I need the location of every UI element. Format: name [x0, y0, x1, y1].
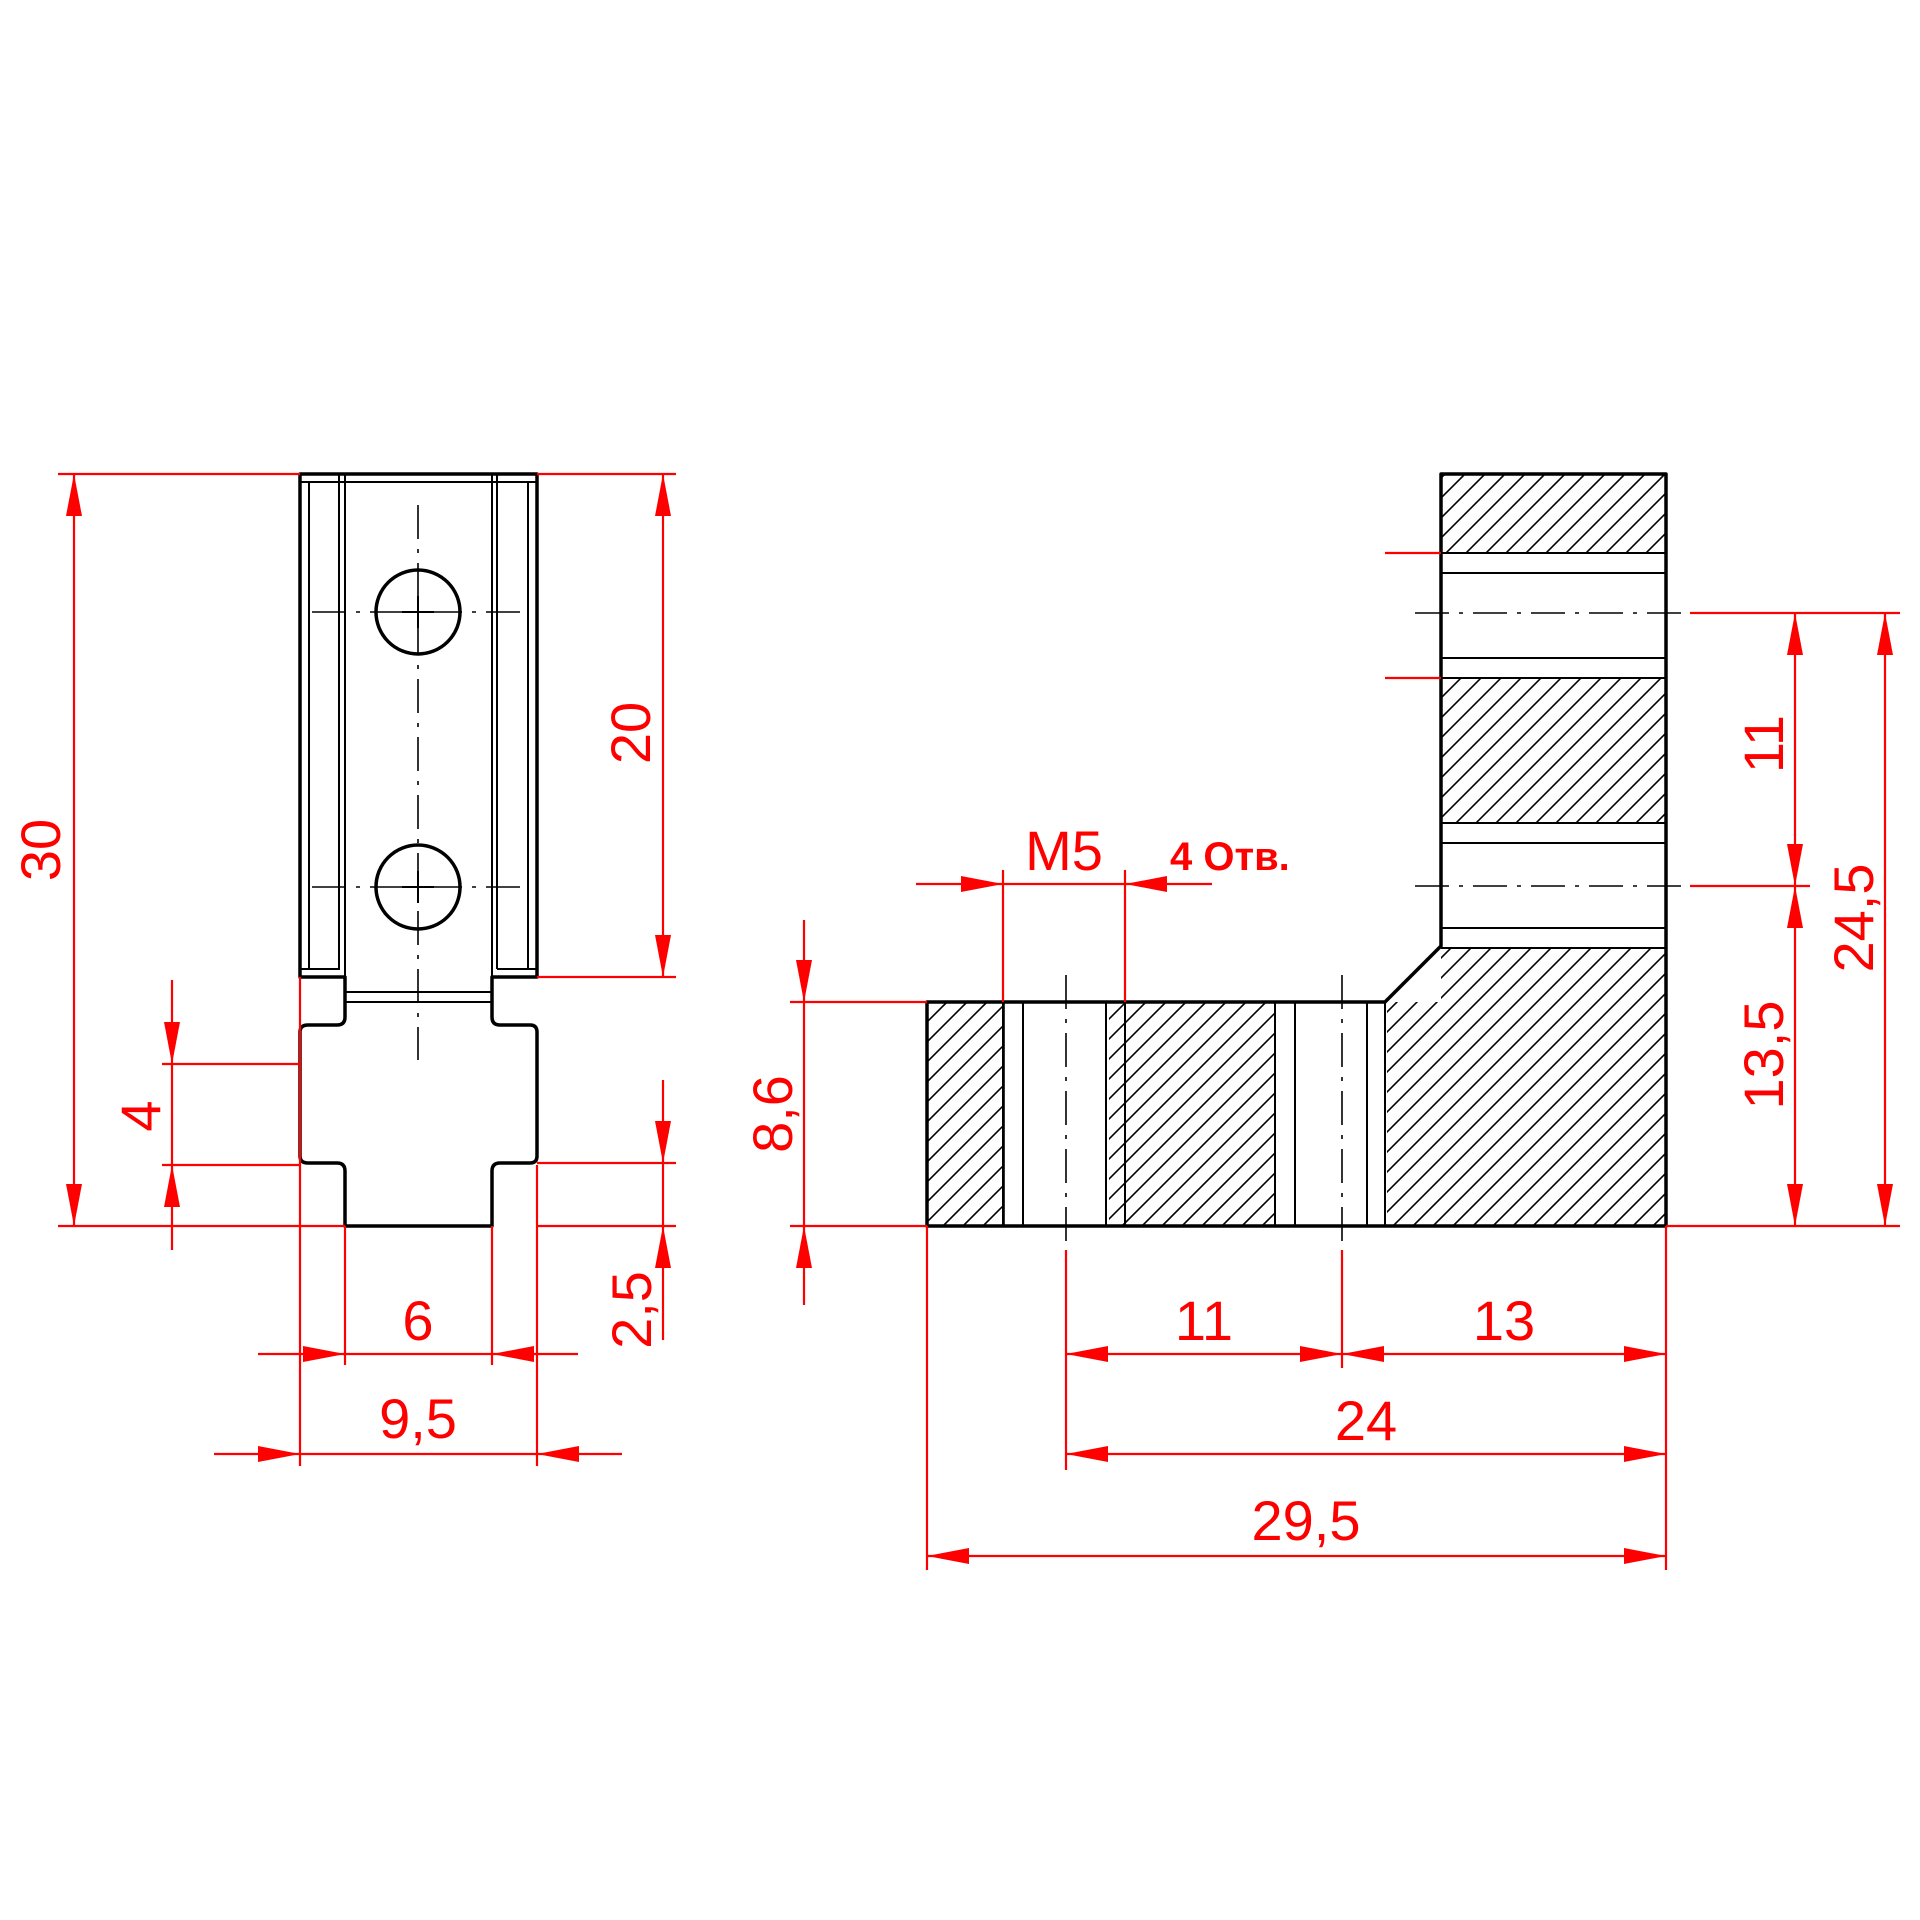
- dim-pitch-11-horizontal: 11: [1175, 1289, 1233, 1352]
- dim-height-24-5: 24,5: [1822, 864, 1885, 973]
- dim-thread-m5: M5: [1025, 819, 1103, 882]
- dim-height-13-5: 13,5: [1732, 1001, 1795, 1110]
- dim-offset-2-5: 2,5: [600, 1271, 663, 1349]
- dim-width-13: 13: [1473, 1289, 1535, 1352]
- holes-note: 4 Отв.: [1170, 835, 1290, 879]
- dim-width-29-5: 29,5: [1252, 1489, 1361, 1552]
- dim-height-8-6: 8,6: [741, 1075, 804, 1153]
- dim-width-9-5: 9,5: [379, 1387, 457, 1450]
- hatch-region-a: [927, 1002, 1005, 1226]
- dim-height-30: 30: [9, 819, 72, 881]
- dim-width-24: 24: [1335, 1389, 1397, 1452]
- end-view: [298, 472, 539, 1228]
- dim-width-6: 6: [402, 1289, 433, 1352]
- section-view-outline: [925, 472, 1668, 1228]
- dimensions: 30 20 4 2,5 6 9,5: [9, 472, 1900, 1570]
- dim-height-20: 20: [599, 702, 662, 764]
- dim-slot-4: 4: [109, 1100, 172, 1131]
- dim-pitch-11-vertical: 11: [1732, 715, 1795, 773]
